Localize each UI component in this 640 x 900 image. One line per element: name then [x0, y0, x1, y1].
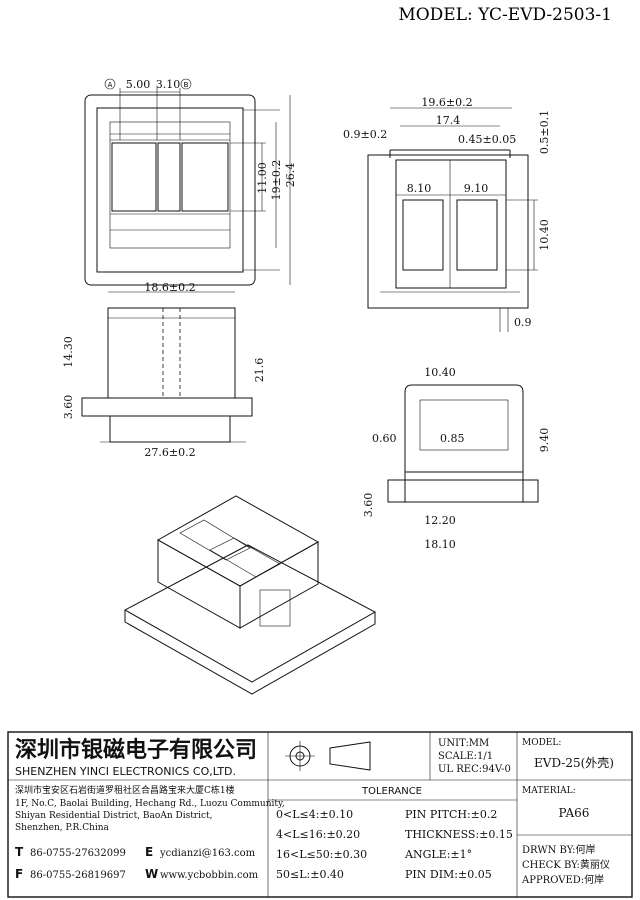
front-view-right: 19.6±0.2 17.4 0.9±0.2 0.45±0.05 0.5±0.1 … — [343, 96, 551, 332]
ul-rec-label: UL REC:94V-0 — [438, 764, 511, 775]
dim-0-45: 0.45±0.05 — [458, 133, 516, 146]
tolerance-1: 0<L≤4:±0.10 — [276, 808, 353, 821]
dim-26-4: 26.4 — [284, 163, 297, 188]
dim-0-60: 0.60 — [372, 432, 397, 445]
pin-pitch-tolerance: PIN PITCH:±0.2 — [405, 808, 497, 821]
scale-label: SCALE:1/1 — [438, 751, 493, 762]
dim-3-60-right: 3.60 — [362, 493, 375, 518]
dim-9-10: 9.10 — [464, 182, 489, 195]
dim-17-4: 17.4 — [436, 114, 461, 127]
circle-label-a: A — [108, 81, 113, 89]
email-address: ycdianzi@163.com — [159, 848, 256, 859]
thickness-tolerance: THICKNESS:±0.15 — [405, 828, 513, 841]
dim-21-6: 21.6 — [253, 358, 266, 383]
approved-by: APPROVED:何岸 — [521, 873, 604, 886]
address-en-1: 1F, No.C, Baolai Building, Hechang Rd., … — [15, 799, 285, 809]
pin-dim-tolerance: PIN DIM:±0.05 — [405, 868, 492, 881]
dim-19: 19±0.2 — [270, 160, 283, 201]
dim-0-5: 0.5±0.1 — [538, 110, 551, 154]
checked-by: CHECK BY:黄丽仪 — [522, 858, 610, 871]
company-name-en: SHENZHEN YINCI ELECTRONICS CO,LTD. — [15, 765, 236, 778]
model-value: EVD-25(外壳) — [534, 756, 614, 770]
material-label: MATERIAL: — [522, 786, 576, 796]
dim-27-6: 27.6±0.2 — [144, 446, 195, 459]
dim-3-60-left: 3.60 — [62, 395, 75, 420]
dim-3-10: 3.10 — [156, 78, 181, 91]
dim-0-85: 0.85 — [440, 432, 465, 445]
tel-number: 86-0755-27632099 — [30, 848, 126, 859]
circle-label-b: B — [184, 81, 189, 89]
dim-14-30: 14.30 — [62, 336, 75, 368]
address-cn: 深圳市宝安区石岩街道罗租社区合昌路宝来大厦C栋1楼 — [15, 784, 235, 796]
side-view-left: 18.6±0.2 14.30 3.60 21.6 27.6±0.2 — [62, 281, 266, 459]
tolerance-2: 4<L≤16:±0.20 — [276, 828, 360, 841]
company-name-cn: 深圳市银磁电子有限公司 — [15, 737, 257, 763]
material-value: PA66 — [559, 806, 590, 820]
dim-0-9: 0.9±0.2 — [343, 128, 387, 141]
unit-label: UNIT:MM — [438, 738, 489, 749]
dim-10-40-top: 10.40 — [424, 366, 456, 379]
dim-9-40: 9.40 — [538, 428, 551, 453]
tolerance-title: TOLERANCE — [361, 786, 422, 797]
isometric-view — [123, 495, 377, 695]
projection-symbol-cone — [329, 741, 371, 771]
tolerance-4: 50≤L:±0.40 — [276, 868, 344, 881]
web-address: www.ycbobbin.com — [160, 870, 259, 881]
end-view-right: 10.40 0.60 0.85 9.40 3.60 12.20 18.10 — [362, 366, 551, 551]
address-en-2: Shiyan Residential District, BaoAn Distr… — [15, 811, 213, 821]
drawing-model-title: MODEL: YC-EVD-2503-1 — [398, 5, 612, 25]
top-view: 5.00 3.10 A B 11.00 19±0.2 26.4 — [84, 78, 297, 286]
dim-0-9-pin: 0.9 — [514, 316, 532, 329]
fax-label: F — [15, 867, 23, 881]
tolerance-3: 16<L≤50:±0.30 — [276, 848, 367, 861]
email-label: E — [145, 845, 153, 859]
dim-10-40: 10.40 — [538, 219, 551, 251]
dim-18-10: 18.10 — [424, 538, 456, 551]
dim-18-6: 18.6±0.2 — [144, 281, 195, 294]
dim-11-00: 11.00 — [256, 162, 269, 194]
drawn-by: DRWN BY:何岸 — [522, 843, 595, 856]
title-block: 深圳市银磁电子有限公司 SHENZHEN YINCI ELECTRONICS C… — [7, 731, 633, 898]
dim-5-00: 5.00 — [126, 78, 151, 91]
dim-12-20: 12.20 — [424, 514, 456, 527]
model-label: MODEL: — [522, 738, 561, 748]
tel-label: T — [15, 845, 24, 859]
angle-tolerance: ANGLE:±1° — [404, 848, 472, 861]
address-en-3: Shenzhen, P.R.China — [15, 823, 110, 833]
dim-8-10: 8.10 — [407, 182, 432, 195]
web-label: W — [145, 867, 158, 881]
fax-number: 86-0755-26819697 — [30, 870, 126, 881]
dim-19-6: 19.6±0.2 — [421, 96, 472, 109]
